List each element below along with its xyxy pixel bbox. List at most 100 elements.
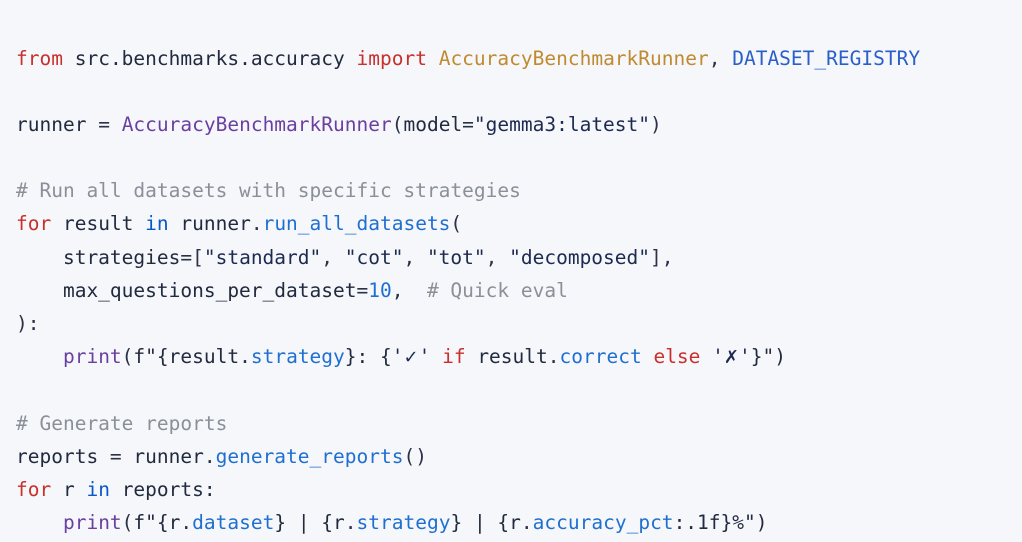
code-token-punct: . (520, 511, 533, 535)
code-token-default (700, 345, 712, 368)
code-line: ): (16, 307, 1022, 340)
code-line: print(f"{r.dataset} | {r.strategy} | {r.… (16, 506, 1022, 539)
code-token-keyword: for (16, 212, 52, 236)
code-token-string: "standard" (203, 245, 322, 269)
code-token-default: }: { (344, 345, 392, 369)
code-token-keyword2: in (86, 477, 110, 501)
code-token-punct: = (462, 112, 474, 136)
code-token-default: max_questions_per_dataset (16, 278, 357, 302)
code-token-default: r (509, 511, 521, 535)
code-token-default: strategies (16, 245, 181, 269)
code-token-default: model (403, 112, 463, 136)
code-token-string: "decomposed" (509, 245, 651, 269)
code-token-default: }") (750, 345, 786, 369)
code-token-class: AccuracyBenchmarkRunner (438, 46, 709, 70)
code-token-punct: , (391, 278, 427, 302)
code-token-punct: , (403, 245, 427, 269)
code-token-attr: strategy (356, 511, 451, 535)
code-token-default: result (51, 212, 146, 236)
code-token-call: print (62, 511, 122, 535)
code-token-default: reports: (109, 477, 216, 501)
code-token-default: result (465, 345, 548, 369)
code-token-keyword: else (653, 345, 701, 369)
code-line: for result in runner.run_all_datasets( (16, 207, 1022, 240)
code-token-keyword: import (356, 46, 427, 70)
code-token-default (16, 511, 63, 534)
code-token-default: runner (121, 444, 204, 468)
code-token-default: src.benchmarks.accuracy (74, 46, 345, 70)
code-token-default: reports (16, 444, 110, 468)
code-line: for r in reports: (16, 473, 1022, 506)
code-token-const: DATASET_REGISTRY (732, 46, 921, 70)
code-line (16, 373, 1022, 406)
code-token-punct: . (344, 511, 357, 535)
code-token-punct: ( (121, 345, 134, 369)
code-token-default: result (168, 345, 240, 369)
code-token-keyword2: in (145, 212, 169, 236)
code-token-string: "cot" (344, 245, 404, 269)
code-token-default: runner (16, 112, 99, 136)
code-token-string: "gemma3:latest" (473, 112, 651, 136)
code-token-punct: . (180, 511, 193, 535)
code-token-default: r (168, 511, 181, 535)
code-token-comment: # Generate reports (16, 411, 228, 435)
code-token-comment: # Run all datasets with specific strateg… (16, 179, 521, 203)
code-token-punct: , (485, 245, 510, 269)
code-token-punct: ( (121, 511, 134, 535)
code-token-default (63, 47, 75, 70)
code-token-keyword: for (16, 477, 52, 501)
code-line: runner = AccuracyBenchmarkRunner(model="… (16, 108, 1022, 141)
code-token-fn: generate_reports (215, 444, 404, 468)
code-line (16, 75, 1022, 108)
code-line: max_questions_per_dataset=10, # Quick ev… (16, 274, 1022, 307)
code-token-attr: strategy (250, 345, 345, 369)
code-token-punct: , (708, 46, 733, 70)
code-token-attr: dataset (192, 511, 275, 535)
code-token-default: } | { (274, 511, 334, 535)
code-token-default: r (333, 511, 345, 535)
code-token-default (16, 345, 63, 368)
code-token-punct: , (321, 245, 345, 269)
code-token-default: f"{ (133, 511, 169, 535)
code-token-punct: . (203, 444, 216, 468)
code-token-keyword: from (16, 46, 63, 70)
code-token-punct: = (356, 278, 369, 302)
code-token-default: r (51, 477, 87, 501)
code-token-punct: = (109, 444, 122, 468)
code-token-punct: ( (391, 112, 404, 136)
code-token-punct: ( (450, 212, 463, 236)
code-token-fn: run_all_datasets (262, 212, 451, 236)
code-token-punct: ) (650, 112, 662, 136)
code-token-default (642, 345, 654, 368)
code-token-punct: () (403, 444, 427, 468)
code-token-default: :.1f}%") (673, 511, 768, 535)
code-token-default (345, 47, 357, 70)
code-token-number: 10 (368, 278, 392, 302)
code-token-punct: = (98, 112, 110, 136)
code-token-attr: accuracy_pct (532, 511, 674, 535)
code-token-symbol: '✗' (712, 345, 751, 369)
code-token-attr: correct (559, 345, 642, 369)
code-line: print(f"{result.strategy}: {'✓' if resul… (16, 340, 1022, 373)
code-line: strategies=["standard", "cot", "tot", "d… (16, 241, 1022, 274)
code-token-default: f"{ (133, 345, 169, 369)
code-line: reports = runner.generate_reports() (16, 440, 1022, 473)
code-token-punct: ): (16, 312, 40, 335)
code-token-string: "tot" (426, 245, 486, 269)
code-token-punct: . (250, 212, 263, 236)
code-token-default (110, 113, 122, 136)
code-line: from src.benchmarks.accuracy import Accu… (16, 42, 1022, 75)
code-line: # Generate reports (16, 407, 1022, 440)
code-token-default (427, 47, 439, 70)
code-token-default: runner (168, 212, 251, 236)
code-token-default (430, 345, 442, 368)
code-lines-container[interactable]: from src.benchmarks.accuracy import Accu… (0, 42, 1022, 540)
code-line: # Run all datasets with specific strateg… (16, 174, 1022, 207)
code-token-punct: . (547, 345, 560, 369)
code-token-comment: # Quick eval (426, 278, 568, 302)
code-token-keyword: if (442, 345, 466, 369)
code-token-call: AccuracyBenchmarkRunner (121, 112, 392, 136)
code-token-call: print (62, 345, 122, 369)
code-token-default: } | { (450, 511, 510, 535)
